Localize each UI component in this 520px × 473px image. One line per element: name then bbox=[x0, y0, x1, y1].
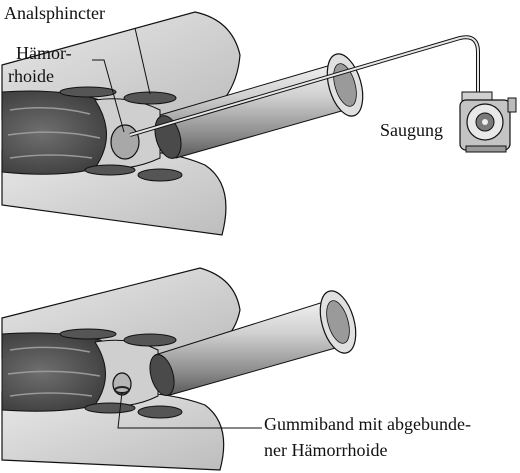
label-gummiband-line2: ner Hämorrhoide bbox=[264, 440, 387, 461]
label-saugung: Saugung bbox=[380, 120, 443, 141]
top-hemorrhoid bbox=[111, 125, 139, 159]
label-analsphincter: Analsphincter bbox=[4, 3, 105, 24]
bottom-sphincter-upper-1 bbox=[60, 329, 116, 339]
top-sphincter-lower-2 bbox=[138, 169, 182, 181]
label-haemorrhoide-line1: Hämor- bbox=[16, 43, 72, 64]
top-sphincter-lower-1 bbox=[85, 165, 135, 175]
label-haemorrhoide-line2: rhoide bbox=[8, 66, 54, 87]
label-gummiband-line1: Gummiband mit abgebunde- bbox=[264, 414, 471, 435]
bottom-sphincter-upper-2 bbox=[124, 334, 176, 346]
suction-pump-icon bbox=[460, 92, 516, 152]
top-sphincter-upper-1 bbox=[60, 87, 116, 97]
bottom-sphincter-lower-1 bbox=[85, 403, 135, 413]
bottom-sphincter-lower-2 bbox=[138, 406, 182, 418]
